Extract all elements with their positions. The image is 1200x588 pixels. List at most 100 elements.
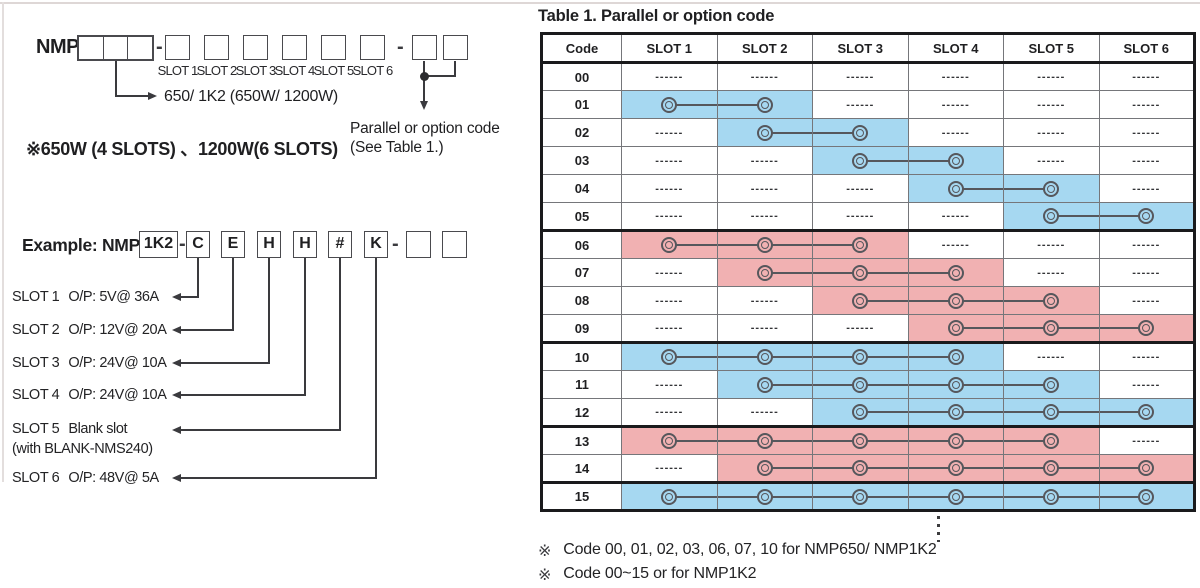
slot-cell-linked bbox=[1098, 398, 1195, 428]
wattage-label: 650/ 1K2 (650W/ 1200W) bbox=[164, 88, 338, 105]
parallel-link-line bbox=[955, 187, 1003, 190]
parallel-connector-ring-inner bbox=[1047, 464, 1056, 472]
slot-cell-linked bbox=[1003, 370, 1100, 399]
slot-cell-empty: ------ bbox=[621, 118, 718, 147]
parallel-connector-ring-inner bbox=[665, 241, 674, 249]
separator-dash: - bbox=[179, 233, 186, 255]
slot-cell-empty: ------ bbox=[1098, 174, 1195, 203]
table-row: 14------ bbox=[541, 454, 1195, 484]
parallel-link-line bbox=[1004, 440, 1052, 442]
slot-output: O/P: 24V@ 10A bbox=[68, 387, 167, 403]
slot-tag-label: SLOT 1 bbox=[157, 63, 199, 78]
parallel-connector-ring-inner bbox=[951, 380, 960, 389]
parallel-connector-ring-inner bbox=[1047, 184, 1056, 193]
parallel-connector-ring-inner bbox=[665, 437, 674, 445]
parallel-connector-ring-inner bbox=[1142, 212, 1151, 220]
table-row: 13------ bbox=[541, 426, 1195, 455]
col-header-slot: SLOT 2 bbox=[716, 33, 813, 64]
code-cell: 03 bbox=[541, 146, 622, 175]
table-row: 05------------------------ bbox=[541, 202, 1195, 232]
slot-cell-linked bbox=[907, 286, 1004, 315]
code-cell: 06 bbox=[541, 230, 622, 259]
slot-cell-empty: ------ bbox=[621, 314, 718, 344]
parallel-connector-ring-inner bbox=[665, 353, 674, 361]
connector-line bbox=[375, 258, 377, 479]
wattage-code-box bbox=[77, 35, 154, 61]
arrow-right-icon bbox=[148, 91, 157, 100]
parallel-connector-ring-inner bbox=[951, 156, 960, 165]
slot-cell-linked bbox=[1003, 286, 1100, 315]
slot-cell-linked bbox=[716, 118, 813, 147]
slot-cell-linked bbox=[621, 90, 718, 119]
parallel-connector-ring bbox=[1043, 460, 1060, 476]
col-header-slot: SLOT 6 bbox=[1098, 33, 1195, 64]
arrow-left-icon bbox=[172, 292, 181, 301]
slot-cell-linked bbox=[812, 370, 909, 399]
connector-line bbox=[115, 61, 117, 97]
parallel-link-line bbox=[860, 299, 908, 302]
col-header-slot: SLOT 3 bbox=[812, 33, 909, 64]
parallel-connector-ring-inner bbox=[1047, 212, 1056, 220]
code-cell: 07 bbox=[541, 258, 622, 287]
parallel-connector-ring bbox=[1138, 488, 1155, 505]
slot-cell-empty: ------ bbox=[621, 146, 718, 175]
slot-cell-linked bbox=[621, 482, 718, 511]
parallel-connector-ring-inner bbox=[1047, 380, 1056, 389]
slot-cell-linked bbox=[907, 146, 1004, 175]
parallel-connector-ring bbox=[756, 349, 773, 365]
example-slot-code-box: # bbox=[328, 231, 352, 258]
parallel-connector-ring bbox=[661, 349, 678, 365]
parallel-connector-ring-inner bbox=[856, 464, 865, 472]
parallel-link-line bbox=[908, 271, 956, 274]
example-slot-code-box: H bbox=[257, 231, 281, 258]
slot-cell-linked bbox=[1003, 314, 1100, 344]
slot-cell-empty: ------ bbox=[812, 90, 909, 119]
slot-cell-empty: ------ bbox=[621, 286, 718, 315]
parallel-connector-ring bbox=[756, 96, 773, 113]
slot-cell-linked bbox=[907, 426, 1004, 455]
slot-output: Blank slot bbox=[68, 421, 128, 437]
slot-cell-linked bbox=[1003, 426, 1100, 455]
parallel-connector-ring-inner bbox=[760, 353, 769, 361]
slot-cell-linked bbox=[812, 426, 909, 455]
table-row: 10------------ bbox=[541, 342, 1195, 371]
arrow-left-icon bbox=[172, 390, 181, 399]
table-row: 12------------ bbox=[541, 398, 1195, 428]
code-cell: 09 bbox=[541, 314, 622, 344]
slot-output: O/P: 5V@ 36A bbox=[68, 289, 159, 305]
continuation-dots bbox=[937, 516, 940, 542]
parallel-link-line bbox=[1051, 215, 1099, 217]
parallel-connector-ring-inner bbox=[1047, 492, 1056, 501]
code-cell: 14 bbox=[541, 454, 622, 484]
parallel-connector-ring bbox=[1043, 404, 1060, 420]
option-code-box bbox=[443, 35, 468, 60]
example-slot-code-box: C bbox=[186, 231, 210, 258]
slot-code-box bbox=[282, 35, 307, 60]
parallel-connector-ring-inner bbox=[1142, 408, 1151, 416]
parallel-connector-ring bbox=[756, 237, 773, 253]
table-row: 09------------------ bbox=[541, 314, 1195, 344]
parallel-link-line bbox=[955, 327, 1003, 329]
parallel-link-line bbox=[1004, 383, 1052, 386]
option-code-box bbox=[412, 35, 437, 60]
parallel-link-line bbox=[1099, 215, 1147, 217]
slot-cell-empty: ------ bbox=[812, 202, 909, 232]
parallel-connector-ring bbox=[756, 124, 773, 141]
parallel-connector-ring-inner bbox=[856, 296, 865, 305]
parallel-connector-ring-inner bbox=[1047, 408, 1056, 416]
parallel-connector-ring-inner bbox=[760, 492, 769, 501]
parallel-link-line bbox=[764, 383, 812, 386]
slot-tag-label: SLOT 5 bbox=[313, 63, 355, 78]
slot-cell-empty: ------ bbox=[1098, 258, 1195, 287]
slot-name: SLOT 4 bbox=[12, 387, 60, 403]
example-wattage-box: 1K2 bbox=[139, 231, 178, 258]
slot-cell-linked bbox=[812, 454, 909, 484]
connector-line bbox=[232, 258, 234, 331]
parallel-link-line bbox=[1004, 187, 1052, 190]
parallel-connector-ring bbox=[947, 376, 964, 393]
slot-cell-empty: ------ bbox=[1003, 230, 1100, 259]
parallel-connector-ring bbox=[852, 264, 869, 281]
page-edge-line bbox=[2, 2, 4, 482]
